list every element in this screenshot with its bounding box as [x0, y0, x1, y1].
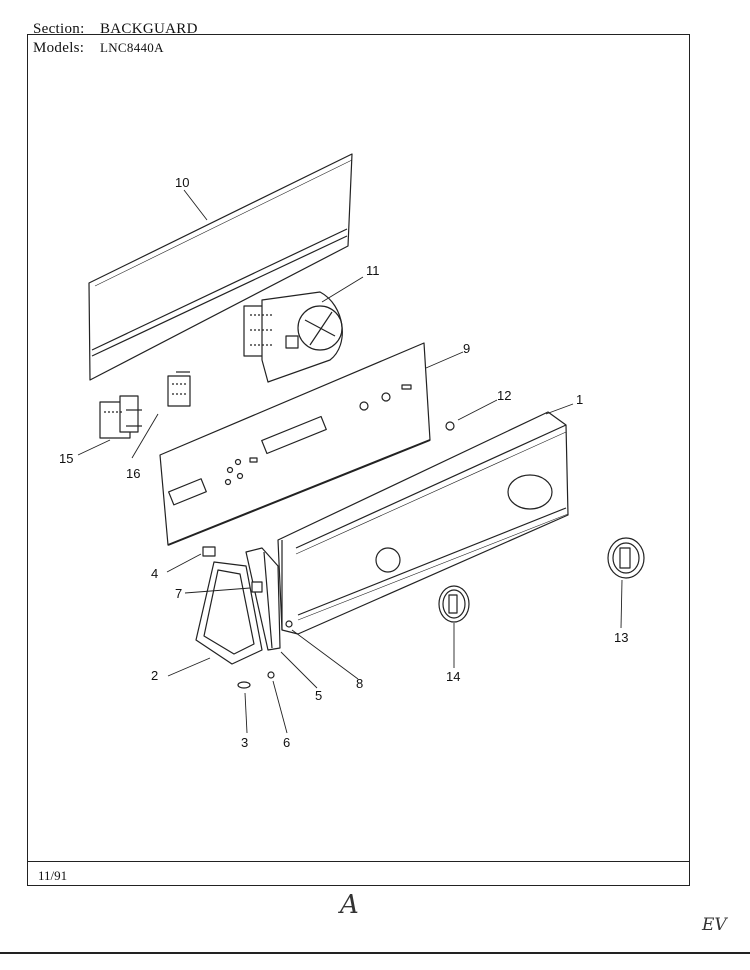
part-7-bracket — [251, 581, 263, 593]
part-2-end-cap — [195, 561, 263, 665]
models-value: LNC8440A — [100, 40, 164, 55]
callout-3: 3 — [241, 735, 248, 750]
part-3-screw — [237, 681, 251, 689]
callout-4: 4 — [151, 566, 158, 581]
part-10-trim-panel — [88, 153, 353, 381]
section-label: Section: — [33, 21, 85, 37]
callout-9: 9 — [463, 341, 470, 356]
part-8-screw — [285, 620, 293, 628]
callout-14: 14 — [446, 669, 460, 684]
part-16-switch — [167, 371, 191, 407]
diagram-frame — [27, 34, 690, 886]
page-bottom-rule — [0, 952, 750, 954]
part-6-screw — [267, 671, 275, 679]
section-value: BACKGUARD — [100, 21, 198, 37]
callout-labels: 1 2 3 4 5 6 7 8 9 10 11 12 13 14 15 16 — [59, 175, 628, 750]
callout-8: 8 — [356, 676, 363, 691]
part-1-backguard-housing — [277, 411, 569, 635]
part-13-knob — [607, 537, 645, 579]
part-5-trim-strip — [245, 547, 281, 651]
callout-2: 2 — [151, 668, 158, 683]
callout-1: 1 — [576, 392, 583, 407]
callout-6: 6 — [283, 735, 290, 750]
callout-16: 16 — [126, 466, 140, 481]
revision-date: 11/91 — [38, 868, 68, 883]
part-14-knob — [438, 585, 470, 623]
leader-lines — [77, 189, 623, 734]
models-label: Models: — [33, 40, 85, 56]
footer-divider — [27, 861, 690, 862]
callout-15: 15 — [59, 451, 73, 466]
part-15-switch — [99, 395, 142, 439]
callout-5: 5 — [315, 688, 322, 703]
part-12-screw — [445, 421, 455, 431]
callout-11: 11 — [366, 263, 380, 278]
callout-13: 13 — [614, 630, 628, 645]
corner-mark: EV — [702, 915, 727, 935]
callout-10: 10 — [175, 175, 189, 190]
part-4-clip — [202, 546, 216, 557]
callout-7: 7 — [175, 586, 182, 601]
callout-12: 12 — [497, 388, 511, 403]
part-11-timer — [243, 291, 343, 383]
handwritten-mark: A — [340, 890, 359, 920]
part-9-control-panel — [159, 342, 431, 546]
